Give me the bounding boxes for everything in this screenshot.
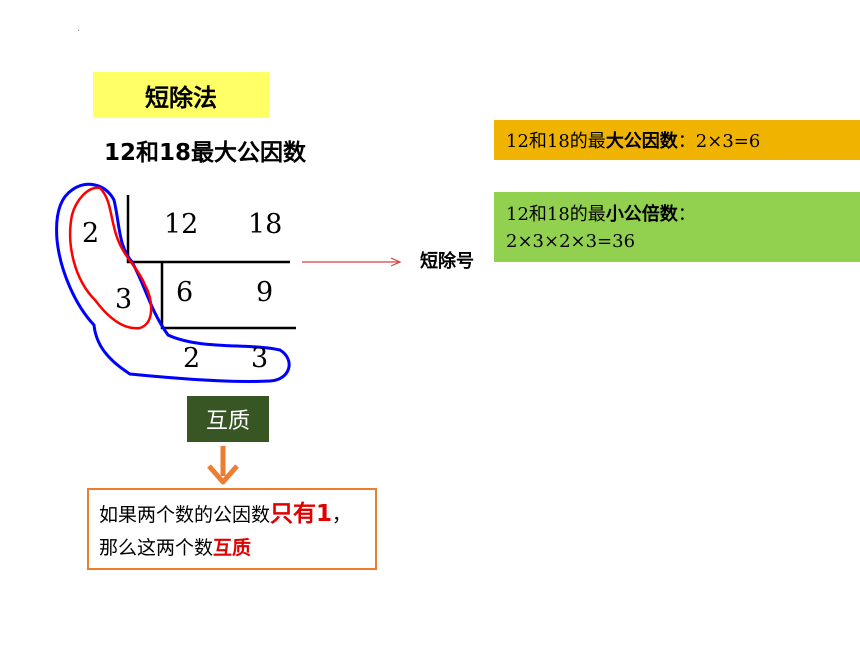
blue-loop [55, 182, 291, 383]
divisor-2: 3 [115, 284, 133, 315]
result-3: 3 [251, 343, 269, 374]
lcm-result-box: 12和18的最小公倍数： 2×3×2×3=36 [494, 192, 860, 262]
division-bracket-1 [126, 195, 290, 264]
note-red1: 只有1 [270, 501, 333, 527]
stray-dot: · [77, 26, 81, 37]
gcd-bold: 大公因数 [605, 131, 678, 152]
quotient-9: 9 [256, 277, 274, 308]
method-title: 短除法 [93, 72, 269, 118]
coprime-definition-note: 如果两个数的公因数只有1，那么这两个数互质 [87, 488, 377, 570]
note-part1: 如果两个数的公因数 [99, 504, 271, 526]
dividend-18: 18 [248, 209, 283, 240]
lcm-formula: 2×3×2×3=36 [506, 231, 636, 252]
down-arrow-head [207, 464, 239, 485]
divisor-1: 2 [82, 218, 100, 249]
red-loop [68, 186, 153, 330]
lcm-bold: 小公倍数 [605, 204, 678, 225]
lcm-prefix: 12和18的最 [506, 204, 606, 225]
gcd-prefix: 12和18的最 [506, 131, 606, 152]
note-red2: 互质 [213, 537, 252, 559]
result-2: 2 [183, 343, 201, 374]
lcm-suffix: ： [677, 204, 696, 225]
method-title-text: 短除法 [145, 83, 217, 112]
pointer-arrowhead [390, 257, 402, 267]
gcd-suffix: ：2×3=6 [677, 131, 761, 152]
dividend-12: 12 [164, 209, 199, 240]
short-division-label: 短除号 [420, 251, 474, 272]
coprime-label-text: 互质 [205, 409, 250, 434]
coprime-label: 互质 [187, 396, 269, 442]
note-part2: ，那么这两个数 [99, 504, 352, 559]
gcd-result-box: 12和18的最大公因数：2×3=6 [494, 120, 860, 160]
quotient-6: 6 [176, 277, 194, 308]
problem-subtitle: 12和18最大公因数 [104, 140, 307, 166]
